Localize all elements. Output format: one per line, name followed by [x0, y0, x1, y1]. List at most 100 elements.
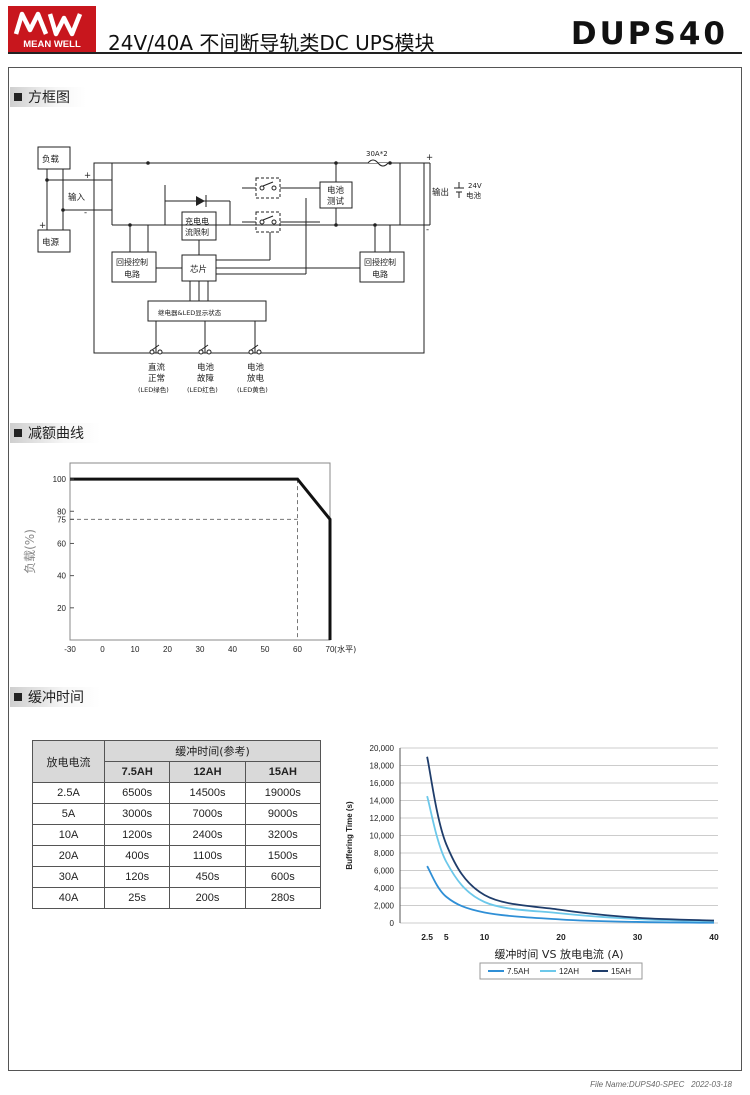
label-load: 负载 — [42, 154, 60, 165]
table-cell: 7000s — [169, 803, 246, 825]
table-cell: 30A — [32, 866, 105, 888]
relay-contact-icon — [149, 344, 262, 355]
page-title: 24V/40A 不间断导轨类DC UPS模块 — [108, 31, 435, 55]
table-head-cap: 7.5AH — [103, 761, 171, 783]
meanwell-logo-mark — [13, 11, 83, 37]
label-ind3-1: 电池 — [247, 362, 265, 373]
buffer-series-12ah — [426, 795, 715, 923]
buffer-xtick-label: 30 — [633, 932, 643, 942]
table-cell: 20A — [32, 845, 105, 867]
table-cell: 1200s — [103, 824, 171, 846]
buffer-ytick-label: 6,000 — [374, 867, 395, 876]
derating-xtick-label: 10 — [131, 645, 140, 654]
label-feedback-right-1: 回授控制 — [364, 257, 396, 267]
table-cell: 6500s — [103, 782, 171, 804]
label-source: 电源 — [42, 237, 60, 248]
table-cell: 200s — [169, 887, 246, 909]
table-cell: 10A — [32, 824, 105, 846]
table-head-cap: 15AH — [244, 761, 322, 783]
table-cell: 1100s — [169, 845, 246, 867]
label-ind1-2: 正常 — [148, 373, 165, 384]
label-ind2-2: 故障 — [197, 373, 215, 384]
label-relay-led: 继电器&LED显示状态 — [158, 308, 222, 317]
fuse-icon — [367, 159, 389, 167]
label-charge-limit-1: 充电电 — [185, 216, 209, 226]
derating-ytick-label: 75 — [57, 515, 66, 524]
label-output: 输出 — [432, 187, 449, 198]
buffer-xtick-label: 20 — [556, 932, 566, 942]
section-bullet — [14, 93, 22, 101]
section-bullet — [14, 429, 22, 437]
buffer-xtick-label: 5 — [444, 932, 449, 942]
label-feedback-left-1: 回授控制 — [116, 257, 148, 267]
section-title: 减额曲线 — [28, 426, 84, 442]
buffer-xtick-label: 2.5 — [421, 932, 433, 942]
derating-ytick-label: 80 — [57, 507, 66, 516]
table-head-cap: 12AH — [169, 761, 246, 783]
derating-ytick-label: 100 — [53, 475, 67, 484]
section-header-block-diagram: 方框图 — [10, 87, 86, 107]
table-head-current: 放电电流 — [32, 740, 105, 783]
label-feedback-right-2: 电路 — [372, 269, 388, 279]
legend-label: 7.5AH — [507, 967, 529, 976]
label-plus-src: + — [39, 221, 46, 231]
label-24v: 24V — [468, 182, 482, 190]
label-ind2-1: 电池 — [197, 362, 215, 373]
buffer-ytick-label: 20,000 — [370, 744, 395, 753]
derating-xtick-label: -30 — [64, 645, 76, 654]
page-frame — [8, 67, 742, 1071]
buffer-xtick-label: 40 — [709, 932, 719, 942]
buffer-ytick-label: 18,000 — [370, 762, 395, 771]
section-header-derating: 减额曲线 — [10, 423, 100, 443]
table-cell: 450s — [169, 866, 246, 888]
label-ind2-3: (LED红色) — [187, 385, 218, 394]
section-bullet — [14, 693, 22, 701]
table-cell: 1500s — [244, 845, 322, 867]
table-cell: 5A — [32, 803, 105, 825]
diode-icon — [196, 195, 207, 207]
buffer-ytick-label: 12,000 — [370, 814, 395, 823]
file-footer: File Name:DUPS40-SPEC 2022-03-18 — [590, 1080, 732, 1089]
table-cell: 19000s — [244, 782, 322, 804]
buffer-xtick-label: 10 — [480, 932, 490, 942]
buffer-legend — [479, 962, 643, 980]
label-ind1-1: 直流 — [148, 362, 166, 373]
relay-led-box — [147, 300, 267, 322]
feedback-box-left — [111, 251, 157, 283]
logo-text: MEAN WELL — [23, 39, 81, 50]
meanwell-logo: MEAN WELL — [8, 6, 96, 52]
derating-ylabel: 负载(%) — [23, 529, 37, 574]
buffer-series-15ah — [426, 756, 715, 922]
label-ind3-3: (LED黄色) — [237, 385, 268, 394]
buffer-ytick-label: 8,000 — [374, 849, 395, 858]
buffer-ytick-label: 4,000 — [374, 884, 395, 893]
derating-xtick-label: 70 — [326, 645, 335, 654]
derating-xunit: (水平) — [334, 644, 356, 654]
buffer-ytick-label: 10,000 — [370, 832, 395, 841]
header-rule — [8, 52, 742, 54]
buffer-ytick-label: 2,000 — [374, 902, 395, 911]
label-ind1-3: (LED绿色) — [138, 385, 169, 394]
buffer-ytick-label: 16,000 — [370, 779, 395, 788]
derating-xtick-label: 30 — [196, 645, 205, 654]
load-box — [37, 146, 71, 170]
derating-xtick-label: 0 — [100, 645, 105, 654]
table-cell: 14500s — [169, 782, 246, 804]
derating-xtick-label: 40 — [228, 645, 237, 654]
label-fuse: 30A*2 — [366, 150, 388, 158]
table-cell: 120s — [103, 866, 171, 888]
label-battery-test-2: 测试 — [327, 196, 345, 207]
derating-xtick-label: 60 — [293, 645, 302, 654]
table-cell: 9000s — [244, 803, 322, 825]
derating-plot-area — [69, 462, 331, 641]
section-title: 缓冲时间 — [28, 690, 84, 706]
derating-ytick-label: 20 — [57, 604, 66, 613]
label-minus-out: - — [426, 225, 429, 235]
label-plus-in: + — [84, 171, 91, 181]
